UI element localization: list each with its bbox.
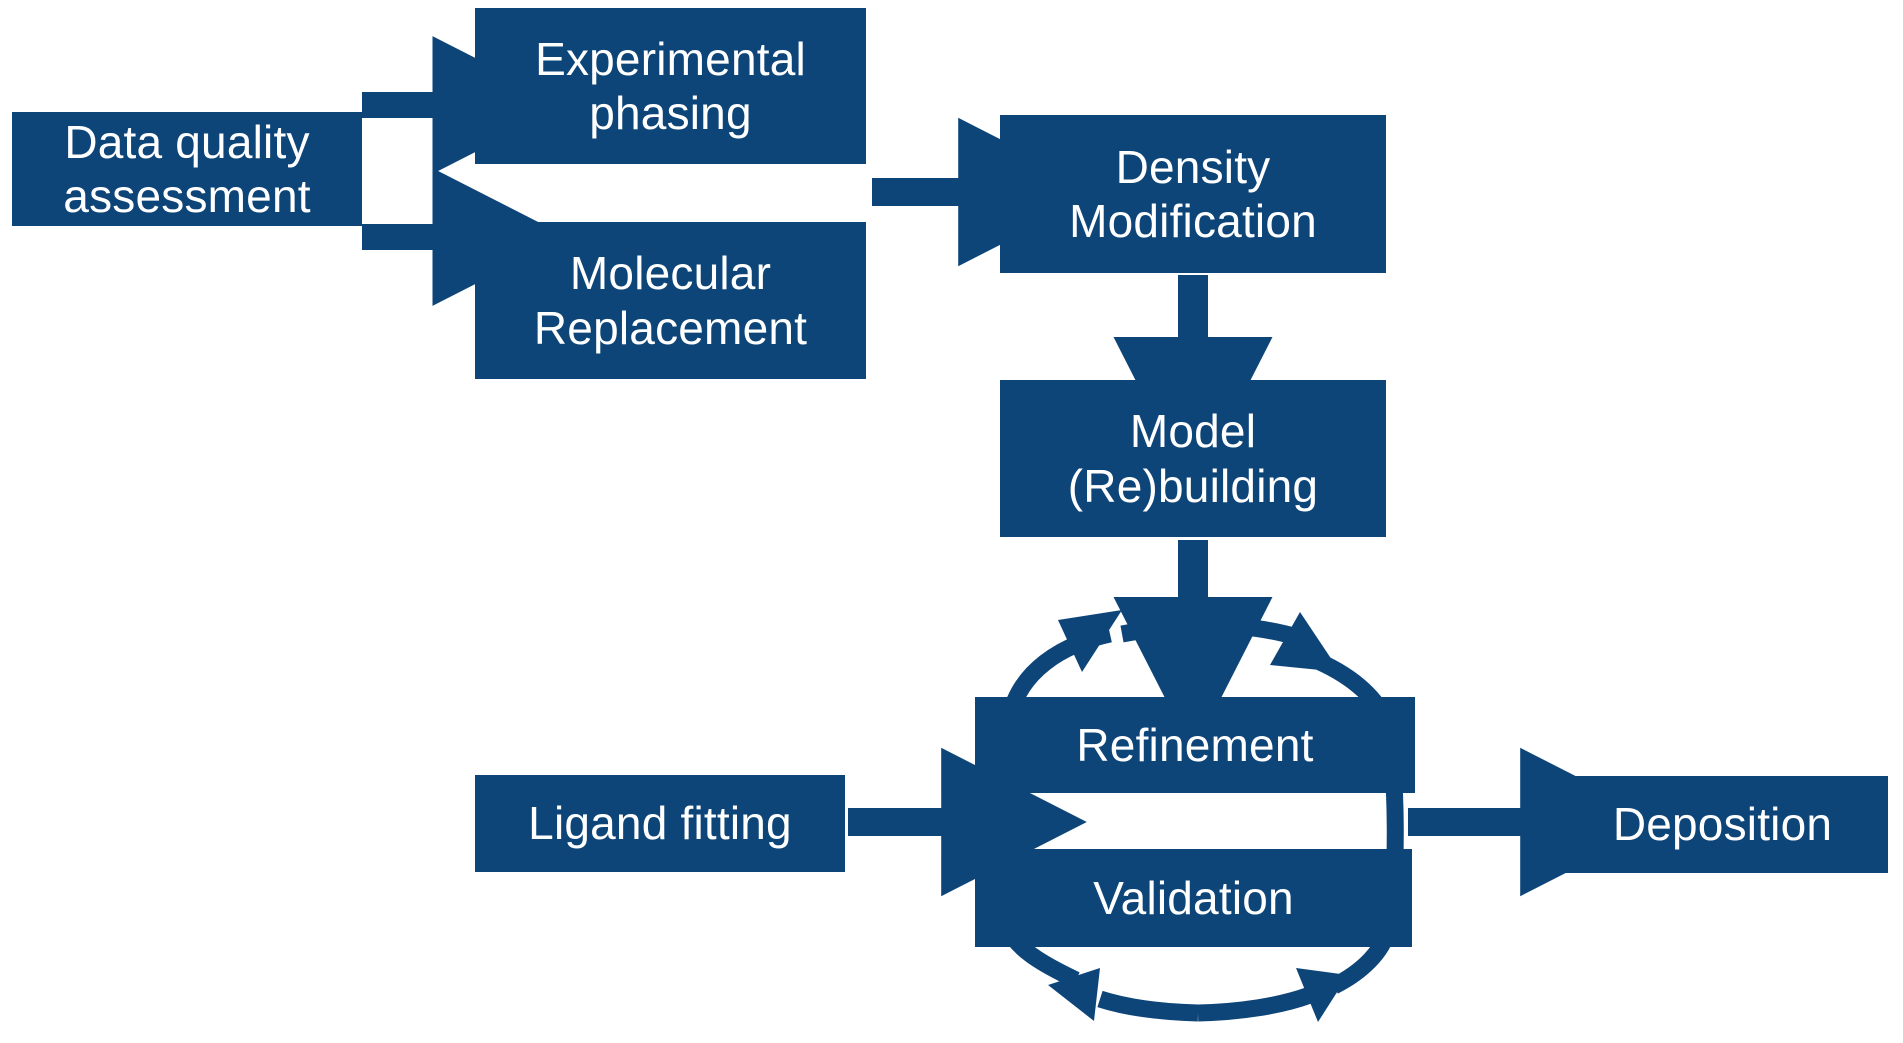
node-data-quality-assessment[interactable]: Data quality assessment (12, 112, 362, 226)
node-ligand-fitting[interactable]: Ligand fitting (475, 775, 845, 872)
node-deposition[interactable]: Deposition (1557, 776, 1888, 873)
node-density-modification[interactable]: Density Modification (1000, 115, 1386, 273)
node-model-rebuilding[interactable]: Model (Re)building (1000, 380, 1386, 537)
node-molecular-replacement[interactable]: Molecular Replacement (475, 222, 866, 379)
node-refinement[interactable]: Refinement (975, 697, 1415, 793)
node-experimental-phasing[interactable]: Experimental phasing (475, 8, 866, 164)
node-validation[interactable]: Validation (975, 849, 1412, 947)
